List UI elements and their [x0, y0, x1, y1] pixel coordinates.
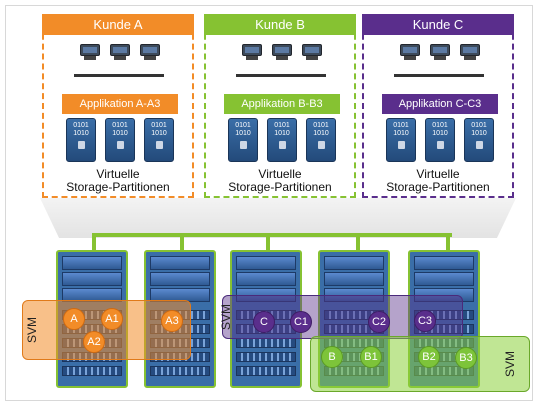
node-b1: B1	[360, 346, 382, 368]
desktop-computer-icon	[78, 44, 102, 62]
rail-drop	[92, 233, 96, 251]
svm-label-b: SVM	[503, 350, 518, 378]
clients-c	[364, 44, 512, 84]
customer-title-c: Kunde C	[362, 14, 514, 35]
rail-drop	[180, 233, 184, 251]
customer-title-a: Kunde A	[42, 14, 194, 35]
clients-b	[206, 44, 354, 84]
rail-drop	[446, 233, 450, 251]
rail-drop	[356, 233, 360, 251]
node-a3: A3	[161, 310, 183, 332]
node-a1: A1	[101, 308, 123, 330]
desktop-computer-icon	[458, 44, 482, 62]
node-c3: C3	[414, 310, 436, 332]
node-b2: B2	[418, 346, 440, 368]
application-bar-c: Applikation C-C3	[382, 94, 498, 114]
desktop-computer-icon	[240, 44, 264, 62]
network-line	[394, 74, 484, 77]
desktop-computer-icon	[270, 44, 294, 62]
desktop-computer-icon	[138, 44, 162, 62]
node-c: C	[253, 311, 275, 333]
cluster-interconnect	[92, 233, 452, 237]
desktop-computer-icon	[108, 44, 132, 62]
network-line	[74, 74, 164, 77]
node-c2: C2	[368, 311, 390, 333]
clients-a	[44, 44, 192, 84]
node-b3: B3	[455, 347, 477, 369]
network-line	[236, 74, 326, 77]
application-bar-b: Applikation B-B3	[224, 94, 340, 114]
desktop-computer-icon	[300, 44, 324, 62]
svm-label-c: SVM	[219, 303, 234, 331]
node-a: A	[63, 308, 85, 330]
desktop-computer-icon	[398, 44, 422, 62]
node-b: B	[321, 346, 343, 368]
rail-drop	[266, 233, 270, 251]
panel-connector	[40, 198, 516, 238]
node-c1: C1	[290, 311, 312, 333]
desktop-computer-icon	[428, 44, 452, 62]
customer-title-b: Kunde B	[204, 14, 356, 35]
application-bar-a: Applikation A-A3	[62, 94, 178, 114]
node-a2: A2	[83, 331, 105, 353]
svm-label-a: SVM	[25, 316, 40, 344]
